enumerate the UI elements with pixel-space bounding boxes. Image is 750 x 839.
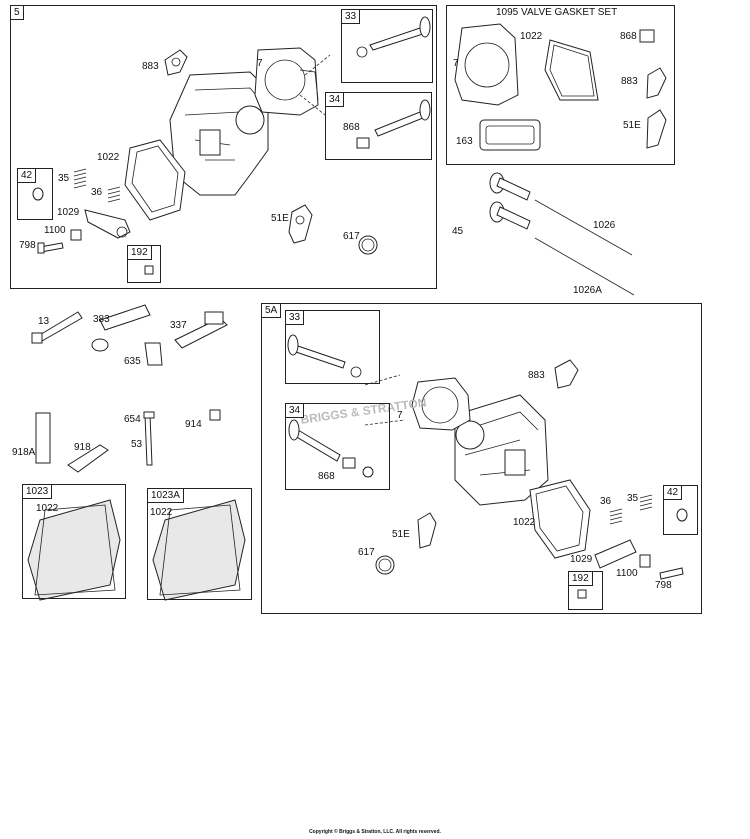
- label-1022: 1022: [97, 152, 120, 163]
- 5A-label-883: 883: [528, 370, 545, 381]
- subsection-42-tag: 42: [17, 168, 37, 183]
- 5A-label-798: 798: [655, 580, 672, 591]
- 5A-label-1022: 1022: [513, 517, 536, 528]
- cylinder-head-part: [169, 71, 269, 196]
- section-5-tag: 5: [10, 5, 24, 20]
- label-798: 798: [19, 240, 36, 251]
- subsection-192-tag: 192: [127, 245, 152, 260]
- subsection-33-tag: 33: [341, 9, 361, 24]
- rocker-arm-part: [84, 209, 131, 239]
- label-1100: 1100: [44, 225, 66, 236]
- section-5A-tag: 5A: [261, 303, 282, 318]
- label-883: 883: [142, 61, 159, 72]
- 5A-label-868: 868: [318, 471, 335, 482]
- subsection-5A-42-tag: 42: [663, 485, 683, 500]
- valve-gasket-set-box: [446, 5, 675, 165]
- subsection-34-box: [325, 92, 432, 160]
- subsection-5A-34-tag: 34: [285, 403, 305, 418]
- 5A-label-35: 35: [627, 493, 639, 504]
- valve-cover-gasket-part: [124, 139, 186, 221]
- valve-cover-1023A-tag: 1023A: [147, 488, 184, 503]
- cover-1023A-label-1022: 1022: [150, 507, 173, 518]
- copyright-footer: Copyright © Briggs & Stratton, LLC. All …: [309, 829, 441, 835]
- valve-cover-1023-box: [22, 484, 126, 599]
- label-53: 53: [131, 439, 143, 450]
- kit-label-7: 7: [453, 58, 459, 69]
- label-617: 617: [343, 231, 360, 242]
- label-383: 383: [93, 314, 110, 325]
- 5A-label-36: 36: [600, 496, 612, 507]
- subsection-5A-192-tag: 192: [568, 571, 593, 586]
- subsection-5A-33-tag: 33: [285, 310, 305, 325]
- spring-35-part: [73, 168, 87, 189]
- valve-cover-1023A-box: [147, 488, 252, 600]
- label-1029: 1029: [57, 207, 80, 218]
- label-51E: 51E: [271, 213, 289, 224]
- label-1026: 1026: [593, 220, 616, 231]
- label-7: 7: [257, 58, 263, 69]
- label-918A: 918A: [12, 447, 36, 458]
- kit-label-868: 868: [620, 31, 637, 42]
- 5A-label-1100: 1100: [616, 568, 638, 579]
- cylinder-head-5A-part: [454, 394, 549, 506]
- label-36: 36: [91, 187, 103, 198]
- label-654: 654: [124, 414, 141, 425]
- label-337: 337: [170, 320, 187, 331]
- subsection-33-box: [341, 9, 433, 83]
- valve-gasket-set-title: 1095 VALVE GASKET SET: [496, 7, 618, 18]
- 5A-label-51E: 51E: [392, 529, 410, 540]
- label-918: 918: [74, 442, 91, 453]
- section-5A-box: [261, 303, 702, 614]
- section-5-box: [10, 5, 437, 289]
- label-45: 45: [452, 226, 464, 237]
- kit-label-1022: 1022: [520, 31, 543, 42]
- head-gasket-part: [254, 47, 319, 116]
- subsection-5A-33-box: [285, 310, 380, 384]
- label-35: 35: [58, 173, 70, 184]
- subsection-5A-34-box: [285, 403, 390, 490]
- label-635: 635: [124, 356, 141, 367]
- 5A-label-617: 617: [358, 547, 375, 558]
- label-1026A: 1026A: [573, 285, 602, 296]
- kit-label-51E: 51E: [623, 120, 641, 131]
- label-868: 868: [343, 122, 360, 133]
- spring-36-part: [107, 186, 121, 203]
- cover-1023-label-1022: 1022: [36, 503, 59, 514]
- label-914: 914: [185, 419, 202, 430]
- kit-label-163: 163: [456, 136, 473, 147]
- valve-cover-1023-tag: 1023: [22, 484, 53, 499]
- 5A-label-7: 7: [397, 410, 403, 421]
- 5A-label-1029: 1029: [570, 554, 593, 565]
- gasket-883-part: [164, 49, 188, 76]
- subsection-34-tag: 34: [325, 92, 345, 107]
- pivot-1100-part: [70, 229, 82, 241]
- label-13: 13: [38, 316, 50, 327]
- kit-label-883: 883: [621, 76, 638, 87]
